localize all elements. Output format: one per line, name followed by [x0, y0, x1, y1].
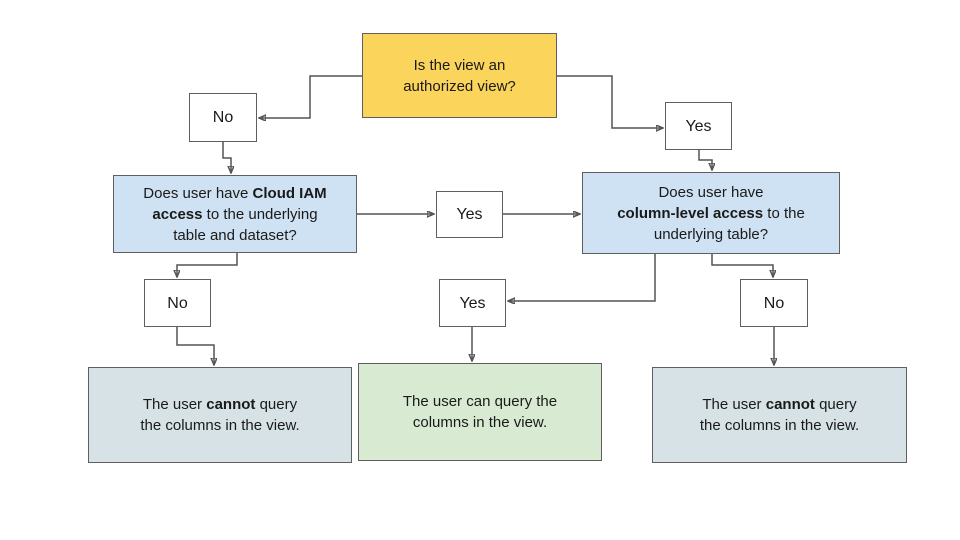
question-line: authorized view? [403, 77, 516, 95]
node-authorized-view-question: Is the view an authorized view? [362, 33, 557, 118]
edge-no-to-iam-question [222, 142, 231, 173]
decision-label: No [167, 294, 188, 312]
decision-label: No [763, 294, 785, 312]
question-line: Is the view an [413, 56, 506, 74]
edge-iam-to-no-bottom-left [177, 253, 238, 277]
node-result-cannot-left: The user cannot query the columns in the… [88, 367, 352, 463]
edge-root-to-no [259, 75, 362, 118]
node-no-bottom-left: No [144, 279, 211, 327]
node-result-cannot-right: The user cannot query the columns in the… [652, 367, 907, 463]
edge-col-to-no-bottom-right [711, 254, 773, 277]
edge-col-to-yes-bottom-mid [508, 254, 656, 301]
node-column-level-question: Does user have column-level access to th… [582, 172, 840, 254]
decision-label: Yes [685, 117, 712, 135]
node-no-bottom-right: No [740, 279, 808, 327]
edge-no-bottom-left-to-result-left [176, 327, 214, 365]
edge-root-to-yes [557, 75, 663, 128]
node-result-can-query: The user can query the columns in the vi… [358, 363, 602, 461]
node-no-top-left: No [189, 93, 257, 142]
node-yes-bottom-middle: Yes [439, 279, 506, 327]
edge-yes-to-col-question [698, 150, 712, 170]
node-cloud-iam-question: Does user have Cloud IAM access to the u… [113, 175, 357, 253]
node-yes-middle: Yes [436, 191, 503, 238]
decision-label: Yes [459, 294, 486, 312]
node-yes-top-right: Yes [665, 102, 732, 150]
decision-label: Yes [456, 206, 483, 223]
decision-label: No [212, 109, 234, 126]
